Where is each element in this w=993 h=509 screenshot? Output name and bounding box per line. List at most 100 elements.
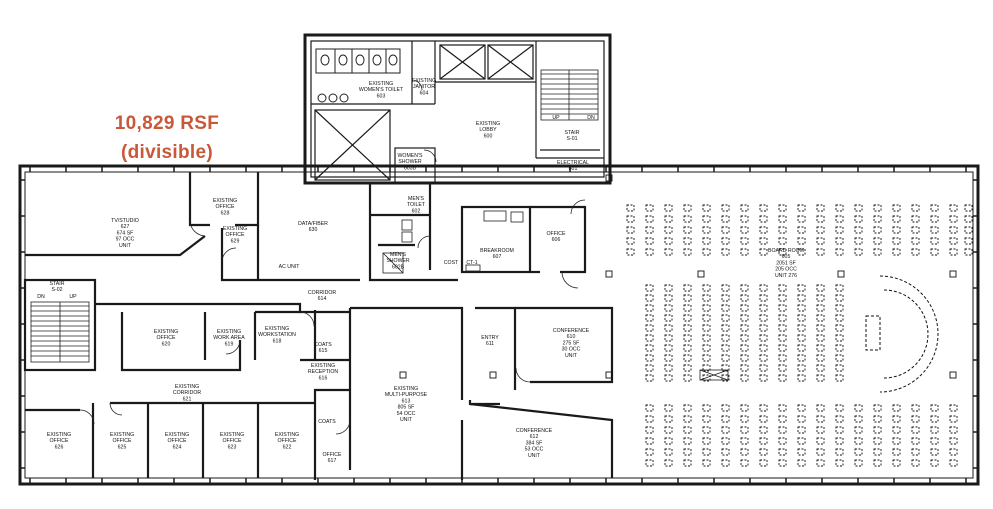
room-label-line: S-01 <box>567 136 578 142</box>
room-label-line: 611 <box>486 341 494 347</box>
room-label-line: 607 <box>493 254 502 260</box>
stair-s01-treads <box>540 69 599 121</box>
room-label-line: EXISTING <box>394 386 418 392</box>
room-label-line: EXISTING <box>110 432 134 438</box>
room-label-line: 54 OCC <box>397 411 416 417</box>
room-label-line: ENTRY <box>481 335 499 341</box>
room-label-line: SHOWER <box>398 159 422 165</box>
room-label-dn1: DN <box>587 115 595 121</box>
room-label-line: 619 <box>225 341 234 347</box>
room-label-line: EXISTING <box>265 326 289 332</box>
room-label-line: RECEPTION <box>308 369 339 375</box>
room-label-line: 623 <box>228 444 237 450</box>
room-label-line: UNIT <box>400 417 413 423</box>
room-label-line: EXISTING <box>311 363 335 369</box>
room-label-acunit: AC UNIT <box>279 264 301 270</box>
room-label-line: 384 SF <box>526 440 543 446</box>
room-label-line: TOILET <box>407 202 426 208</box>
room-label-line: S-02 <box>52 287 63 293</box>
room-label-line: EXISTING <box>223 226 247 232</box>
room-label-line: JANITOR <box>413 84 435 90</box>
room-label-line: UNIT 276 <box>775 273 797 279</box>
room-label-dn2: DN <box>37 294 45 300</box>
room-label-line: 674 SF <box>117 230 134 236</box>
room-label-line: 2051 SF <box>776 260 796 266</box>
room-label-line: EXISTING <box>154 329 178 335</box>
room-label-line: 605 <box>782 254 791 260</box>
room-label-line: DN <box>587 115 595 121</box>
room-label-line: 629 <box>231 238 240 244</box>
room-label-line: 630 <box>309 227 318 233</box>
room-label-line: UNIT <box>119 243 132 249</box>
room-label-up1: UP <box>552 115 560 121</box>
room-label-line: EXISTING <box>217 329 241 335</box>
room-label-line: EXISTING <box>476 121 500 127</box>
room-label-line: WOMEN'S TOILET <box>359 87 404 93</box>
room-label-line: 601 <box>569 166 578 172</box>
room-label-line: 606 <box>552 237 561 243</box>
column-markers <box>399 174 957 379</box>
room-label-line: EXISTING <box>47 432 71 438</box>
room-label-line: 621 <box>183 396 192 402</box>
room-label-line: OFFICE <box>167 438 187 444</box>
room-label-line: OFFICE <box>225 232 245 238</box>
room-label-line: EXISTING <box>275 432 299 438</box>
room-label-line: 616 <box>319 375 328 381</box>
room-label-line: SHOWER <box>386 258 410 264</box>
room-label-line: CONFERENCE <box>553 328 590 334</box>
room-label-line: COST <box>444 260 459 266</box>
room-label-line: 205 OCC <box>775 267 797 273</box>
room-label-line: 610 <box>567 334 576 340</box>
core-walls <box>303 33 612 185</box>
room-label-line: EXISTING <box>213 198 237 204</box>
room-label-line: 622 <box>283 444 292 450</box>
room-label-line: WOMEN'S <box>398 153 423 159</box>
room-label-line: CONFERENCE <box>516 428 553 434</box>
door-swings <box>79 79 586 435</box>
room-label-line: 612 <box>530 434 539 440</box>
room-label-line: EXISTING <box>165 432 189 438</box>
boardroom-seating <box>626 204 973 467</box>
exterior-walls <box>18 164 980 486</box>
room-label-ct: CT-1 <box>466 260 477 266</box>
room-label-line: 275 SF <box>563 340 580 346</box>
interior-walls <box>23 172 614 480</box>
room-label-line: STAIR <box>565 130 580 136</box>
room-label-line: EXISTING <box>412 78 436 84</box>
room-label-line: STAIR <box>50 281 65 287</box>
window-mullions <box>20 166 978 484</box>
room-label-line: 628 <box>221 210 230 216</box>
area-label: 10,829 RSF <box>114 113 220 134</box>
room-label-line: 600 <box>484 133 493 139</box>
room-label-line: OFFICE <box>546 231 566 237</box>
stair-s02-treads <box>30 301 90 363</box>
room-label-line: COATS <box>314 342 332 348</box>
room-label-line: ELECTRICAL <box>557 160 589 166</box>
room-label-line: TV/STUDIO <box>111 218 139 224</box>
room-label-line: OFFICE <box>222 438 242 444</box>
room-label-line: MEN'S <box>408 196 425 202</box>
room-label-line: 617 <box>328 458 337 464</box>
room-label-line: DATA/FIBER <box>298 221 328 227</box>
room-label-line: LOBBY <box>479 127 497 133</box>
room-label-line: 615 <box>319 348 328 354</box>
room-label-line: 602 <box>412 208 421 214</box>
room-label-line: DN <box>37 294 45 300</box>
